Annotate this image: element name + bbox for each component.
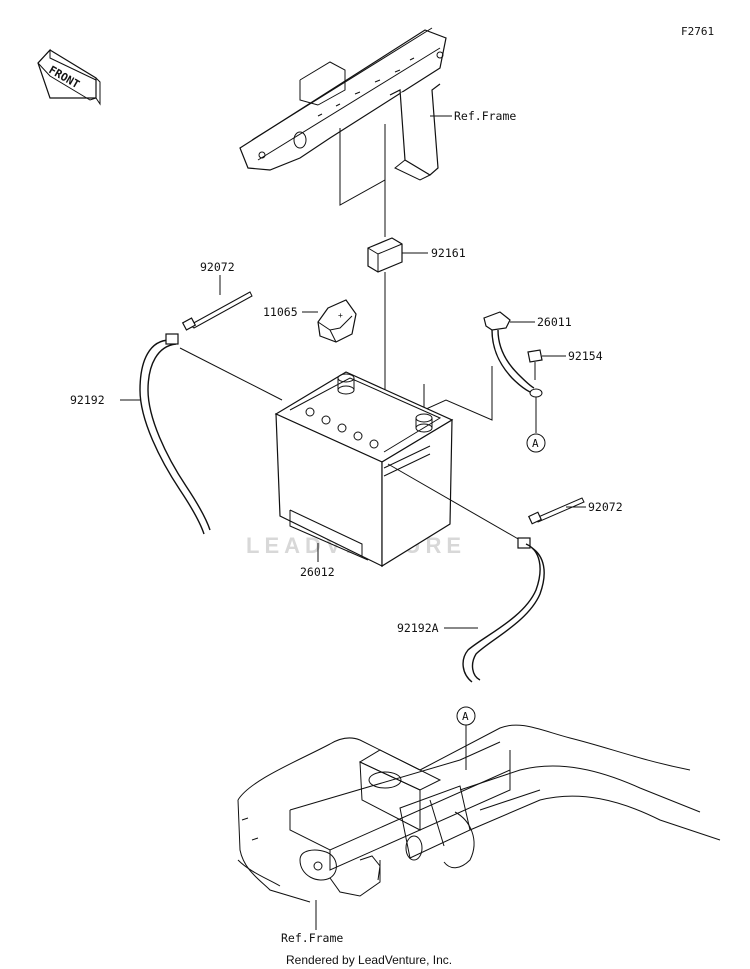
- label-92161: 92161: [431, 246, 466, 260]
- breather-tube-92192a: [462, 537, 545, 683]
- footer-credit: Rendered by LeadVenture, Inc.: [286, 953, 452, 967]
- front-arrow-icon: FRONT: [37, 48, 101, 106]
- label-92192a: 92192A: [397, 621, 439, 635]
- label-11065: 11065: [263, 305, 298, 319]
- label-26012: 26012: [300, 565, 335, 579]
- label-92072-left: 92072: [200, 260, 235, 274]
- bolt-92154: [527, 349, 543, 380]
- label-26011: 26011: [537, 315, 572, 329]
- breather-tube-92192: [139, 333, 211, 535]
- cable-tie-left: [181, 291, 253, 331]
- battery-26012: [274, 371, 454, 568]
- figure-code: F2761: [681, 25, 714, 38]
- vehicle-frame-assembly: [237, 724, 721, 903]
- label-92192: 92192: [70, 393, 105, 407]
- callout-a-top-text: A: [532, 437, 539, 450]
- terminal-cover-11065: +: [317, 299, 357, 343]
- pad-92161: [367, 237, 403, 273]
- battery-cable-26011: [483, 311, 543, 398]
- battery-frame-bracket: [239, 27, 447, 181]
- label-92154: 92154: [568, 349, 603, 363]
- callout-a-top: [526, 433, 546, 453]
- ref-frame-bottom-label: Ref.Frame: [281, 931, 343, 945]
- callout-a-bottom-text: A: [462, 710, 469, 723]
- svg-text:+: +: [338, 311, 343, 320]
- label-92072-right: 92072: [588, 500, 623, 514]
- cable-tie-right: [527, 497, 585, 525]
- ref-frame-top-label: Ref.Frame: [454, 109, 516, 123]
